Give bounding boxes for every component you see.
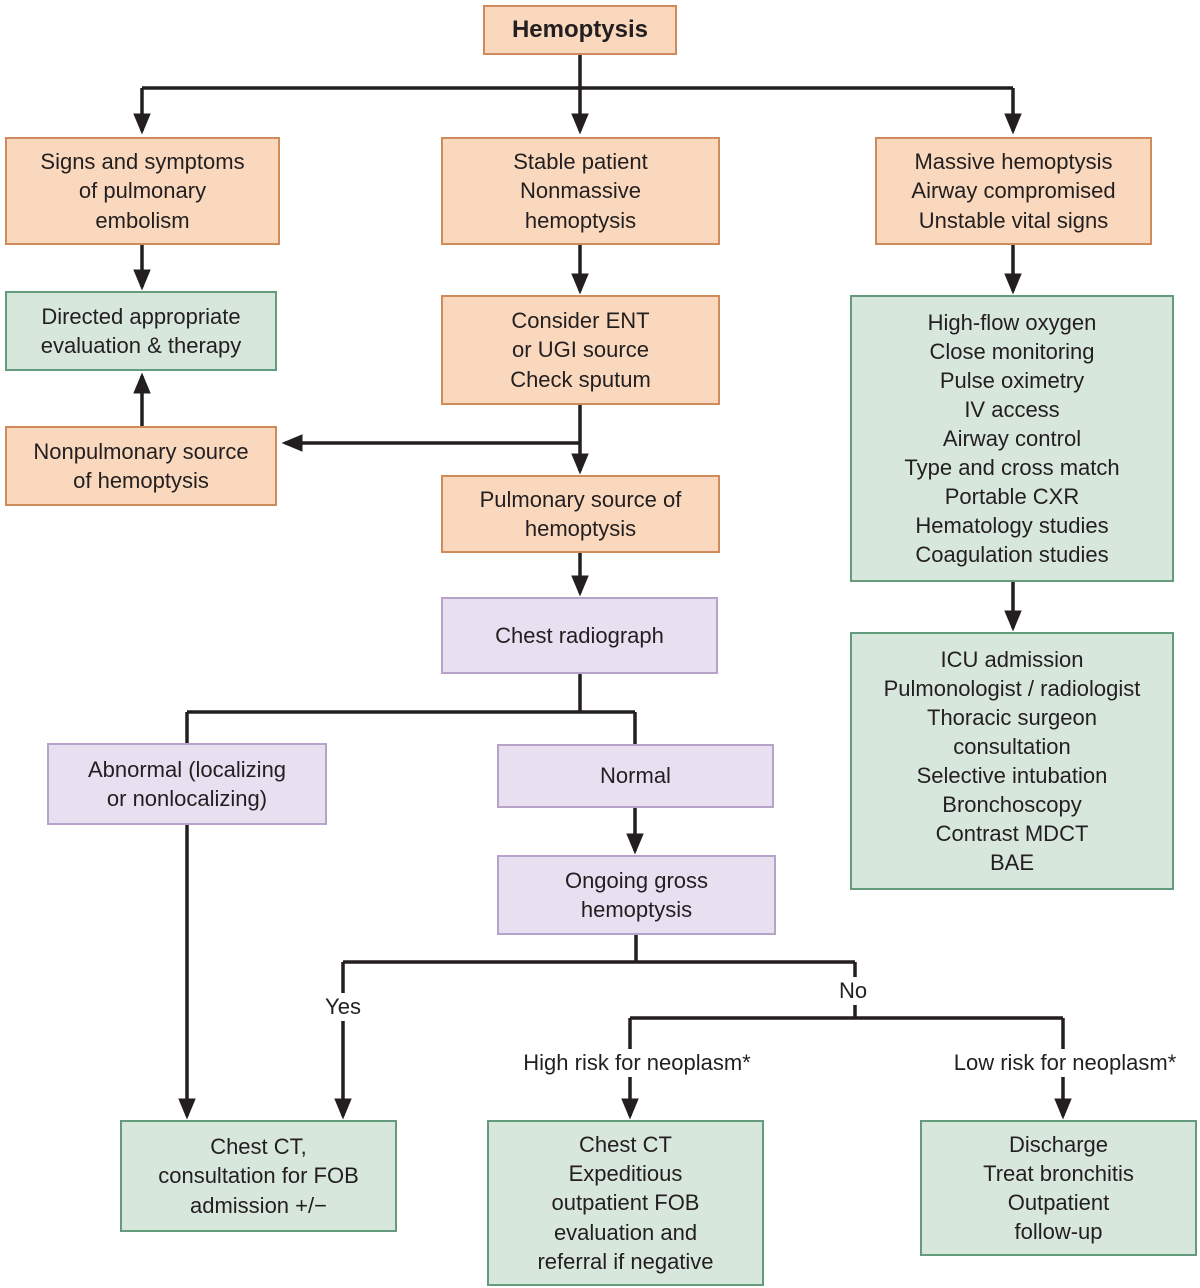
label-low-risk-neoplasm: Low risk for neoplasm* [946, 1049, 1184, 1077]
box-icu-admission: ICU admission Pulmonologist / radiologis… [850, 632, 1174, 890]
box-chest-ct-admission: Chest CT, consultation for FOB admission… [120, 1120, 397, 1232]
label-yes: Yes [318, 993, 368, 1021]
connector-radiograph-split [185, 674, 637, 744]
box-normal-radiograph: Normal [497, 744, 774, 808]
box-pulmonary-source: Pulmonary source of hemoptysis [441, 475, 720, 553]
box-stable-patient-nonmassive: Stable patient Nonmassive hemoptysis [441, 137, 720, 245]
box-stabilization-measures: High-flow oxygen Close monitoring Pulse … [850, 295, 1174, 582]
box-nonpulmonary-source: Nonpulmonary source of hemoptysis [5, 426, 277, 506]
label-no: No [831, 977, 875, 1005]
box-ongoing-gross-hemoptysis: Ongoing gross hemoptysis [497, 855, 776, 935]
box-chest-ct-outpatient-fob: Chest CT Expeditious outpatient FOB eval… [487, 1120, 764, 1286]
box-signs-symptoms-pulmonary-embolism: Signs and symptoms of pulmonary embolism [5, 137, 280, 245]
box-directed-evaluation-therapy: Directed appropriate evaluation & therap… [5, 291, 277, 371]
connector-yesno-bar [343, 935, 855, 964]
box-abnormal-radiograph: Abnormal (localizing or nonlocalizing) [47, 743, 327, 825]
box-discharge-outpatient: Discharge Treat bronchitis Outpatient fo… [920, 1120, 1197, 1256]
box-hemoptysis: Hemoptysis [483, 5, 677, 55]
box-consider-ent-ugi: Consider ENT or UGI source Check sputum [441, 295, 720, 405]
box-massive-hemoptysis: Massive hemoptysis Airway compromised Un… [875, 137, 1152, 245]
label-high-risk-neoplasm: High risk for neoplasm* [516, 1049, 758, 1077]
box-chest-radiograph: Chest radiograph [441, 597, 718, 674]
